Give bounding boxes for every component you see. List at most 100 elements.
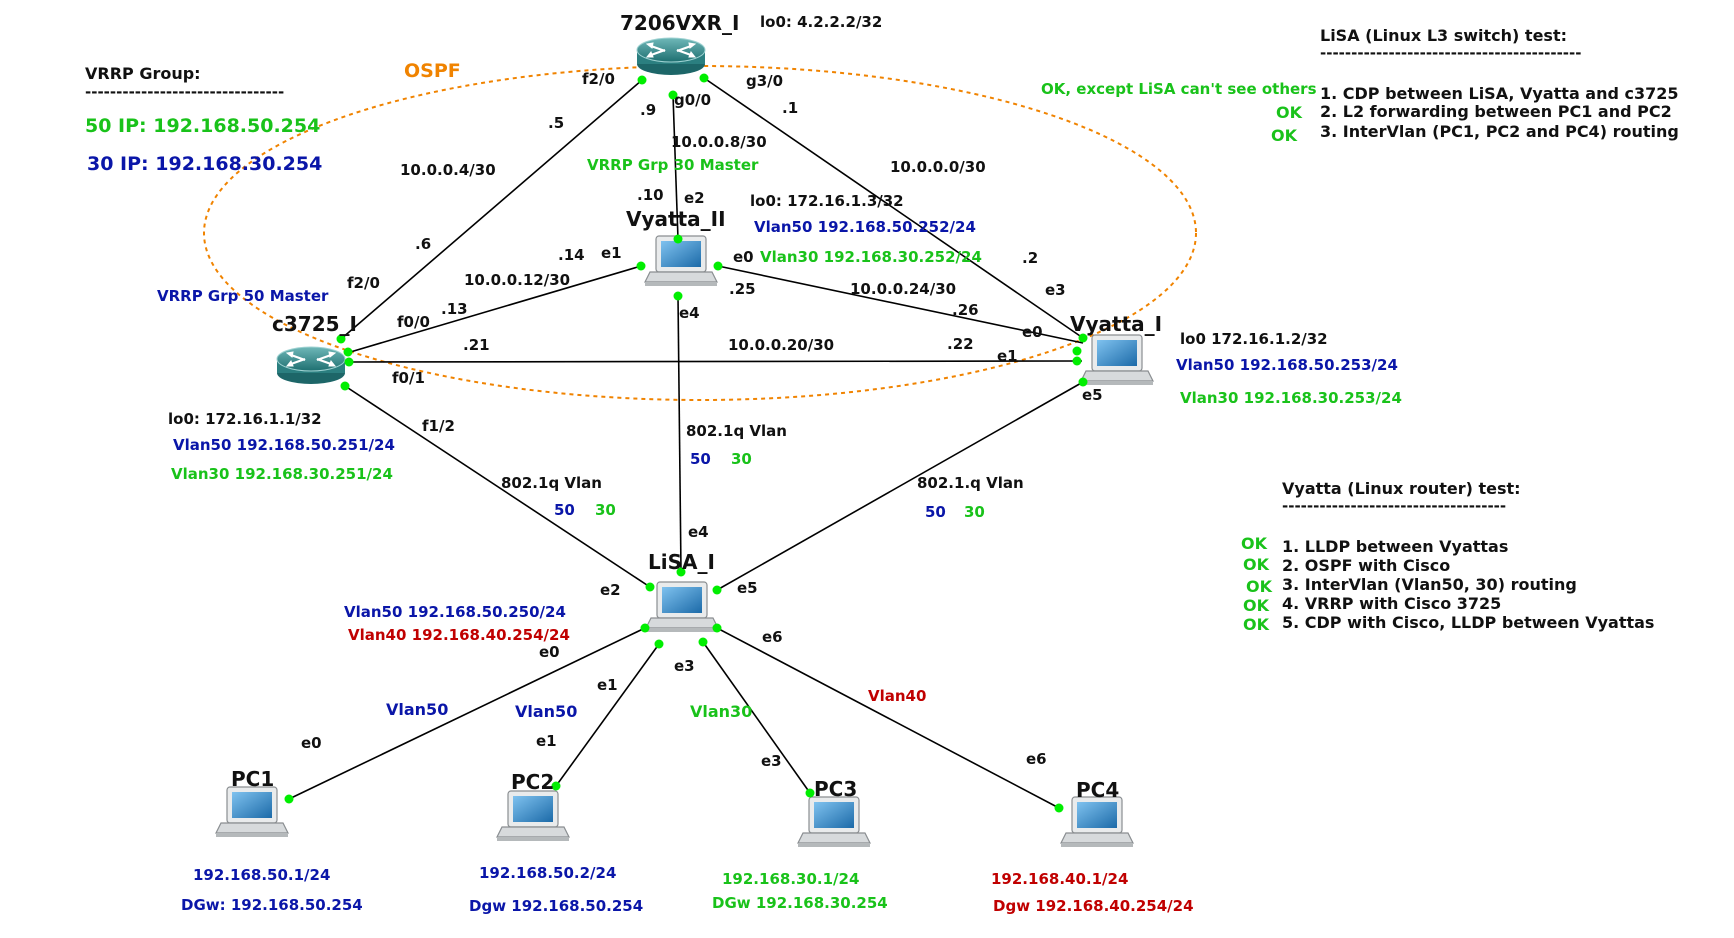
vyatta-test-ok: OK [1243,615,1270,634]
trunk-label: 802.1q Vlan [686,422,787,440]
port-label: .22 [947,335,974,353]
port-label: f2/0 [347,274,380,292]
port-label: g0/0 [674,91,711,109]
pc3-icon[interactable] [797,796,871,848]
vyatta1-lo0: lo0 172.16.1.2/32 [1180,330,1328,348]
link-lisa-pc4 [716,627,1060,809]
vyatta-test-ok: OK [1241,534,1268,553]
lisa-name: LiSA_I [648,550,715,574]
lisa-test-title: LiSA (Linux L3 switch) test: [1320,26,1567,45]
port-label: e0 [301,734,322,752]
port-dot [1078,333,1088,343]
router-c3725-icon[interactable] [275,345,347,386]
trunk-label: 802.1.q Vlan [917,474,1024,492]
port-dot [1072,346,1082,356]
lisa-test-note: OK, except LiSA can't see others [1041,80,1317,98]
pc4-icon[interactable] [1060,796,1134,848]
vyatta2-vrrp: VRRP Grp 30 Master [587,156,759,174]
port-label: .26 [952,301,979,319]
lisa-test-ok: OK [1276,103,1303,122]
port-label: f0/1 [392,369,425,387]
link-c3725-lisa [344,385,651,588]
port-label: e4 [688,523,709,541]
lisa-test-item: 2. L2 forwarding between PC1 and PC2 [1320,102,1672,121]
port-dot [645,582,655,592]
lisa-test-item: 3. InterVlan (PC1, PC2 and PC4) routing [1320,122,1679,141]
port-label: e1 [597,676,618,694]
trunk-vlan30: 30 [595,501,616,519]
port-dot [336,334,346,344]
pc3-ip: 192.168.30.1/24 [722,870,859,888]
pc3-gw: DGw 192.168.30.254 [712,894,888,912]
port-label: e3 [761,752,782,770]
link-lisa-pc1 [288,627,646,800]
port-dot [676,567,686,577]
access-vlan-label: Vlan30 [690,702,752,721]
lisa-vlan40: Vlan40 192.168.40.254/24 [348,626,570,644]
net-label: 10.0.0.20/30 [728,336,834,354]
vrrp-group-50: 50 IP: 192.168.50.254 [85,115,320,137]
link-7206-c3725 [340,79,643,340]
vrrp-group-30: 30 IP: 192.168.30.254 [87,153,322,175]
vyatta2-pc-icon[interactable] [644,235,718,287]
port-dot [699,73,709,83]
pc1-ip: 192.168.50.1/24 [193,866,330,884]
vyatta2-lo0: lo0: 172.16.1.3/32 [750,192,904,210]
net-label: 10.0.0.0/30 [890,158,986,176]
router-7206-icon[interactable] [635,36,707,77]
port-dot [1054,803,1064,813]
links [288,77,1084,809]
vyatta-test-rule: ------------------------------------ [1282,497,1506,515]
port-label: f1/2 [422,417,455,435]
port-label: g3/0 [746,72,783,90]
pc2-icon[interactable] [496,790,570,842]
link-c3725-vyatta2 [346,265,642,354]
vyatta-test-item: 1. LLDP between Vyattas [1282,537,1508,556]
vyatta-test-item: 2. OSPF with Cisco [1282,556,1450,575]
port-label: e5 [1082,386,1103,404]
pc1-name: PC1 [231,767,274,791]
port-dot [637,75,647,85]
lisa-test-block: LiSA (Linux L3 switch) test: -----------… [1041,26,1679,145]
link-lisa-pc3 [702,641,811,794]
port-label: e6 [1026,750,1047,768]
pc1-icon[interactable] [215,786,289,838]
port-dot [712,585,722,595]
port-label: e1 [997,347,1018,365]
port-label: f2/0 [582,70,615,88]
port-dot [673,291,683,301]
port-dot [712,623,722,633]
ospf-label: OSPF [404,60,461,82]
vyatta-test-ok: OK [1243,596,1270,615]
port-label: e0 [539,643,560,661]
port-label: e3 [1045,281,1066,299]
port-dots [284,73,1088,813]
port-dot [673,234,683,244]
port-dot [1072,356,1082,366]
port-label: e2 [684,189,705,207]
port-label: e3 [674,657,695,675]
port-label: e1 [536,732,557,750]
lisa-pc-icon[interactable] [645,581,719,633]
link-c3725-vyatta1 [348,360,1083,363]
port-label: .14 [558,246,585,264]
c3725-lo0: lo0: 172.16.1.1/32 [168,410,322,428]
lisa-test-rule: ----------------------------------------… [1320,44,1581,62]
net-label: 10.0.0.8/30 [671,133,767,151]
port-label: e5 [737,579,758,597]
port-label: .25 [729,280,756,298]
port-dot [654,639,664,649]
link-vyatta2-lisa [677,295,682,573]
trunk-label: 802.1q Vlan [501,474,602,492]
port-dot [344,357,354,367]
lisa-test-item: 1. CDP between LiSA, Vyatta and c3725 [1320,84,1679,103]
c3725-name: c3725_I [272,312,357,336]
pc4-ip: 192.168.40.1/24 [991,870,1128,888]
lisa-vlan50: Vlan50 192.168.50.250/24 [344,603,566,621]
link-vyatta2-vyatta1 [717,265,1084,344]
port-label: .9 [640,101,656,119]
vyatta1-pc-icon[interactable] [1080,334,1154,386]
vyatta-test-item: 3. InterVlan (Vlan50, 30) routing [1282,575,1577,594]
vyatta-test-ok: OK [1246,577,1273,596]
